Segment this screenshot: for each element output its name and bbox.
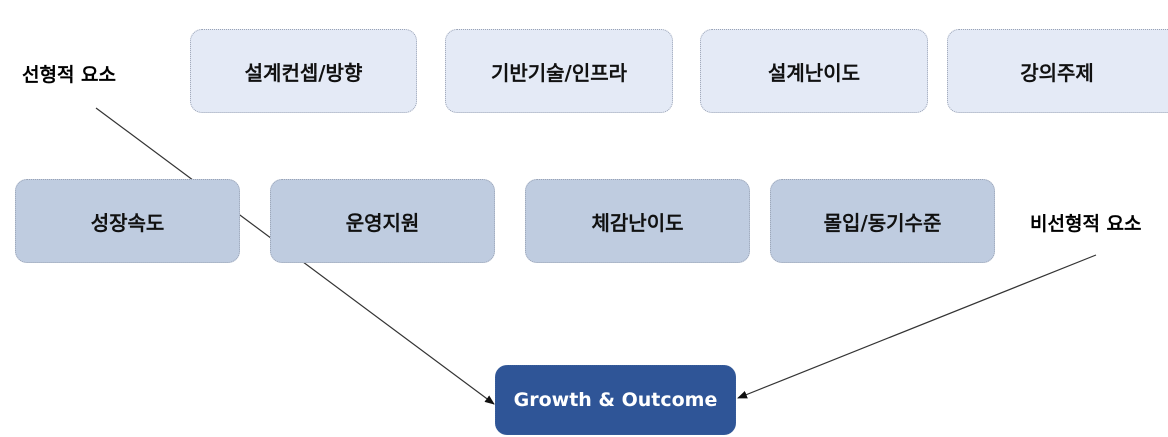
outcome-box: Growth & Outcome: [495, 365, 736, 435]
factor-box-growth-speed: 성장속도: [15, 179, 240, 263]
factor-box-lecture-topic: 강의주제: [947, 29, 1168, 113]
linear-factors-label: 선형적 요소: [22, 64, 117, 86]
factor-box-design-concept: 설계컨셉/방향: [190, 29, 417, 113]
nonlinear-arrow: [737, 254, 1097, 399]
factor-box-design-difficulty: 설계난이도: [700, 29, 928, 113]
factor-box-engagement-motivation: 몰입/동기수준: [770, 179, 995, 263]
nonlinear-factors-label: 비선형적 요소: [1030, 213, 1142, 235]
factor-box-infrastructure: 기반기술/인프라: [445, 29, 673, 113]
factor-box-operations-support: 운영지원: [270, 179, 495, 263]
factor-box-perceived-difficulty: 체감난이도: [525, 179, 750, 263]
